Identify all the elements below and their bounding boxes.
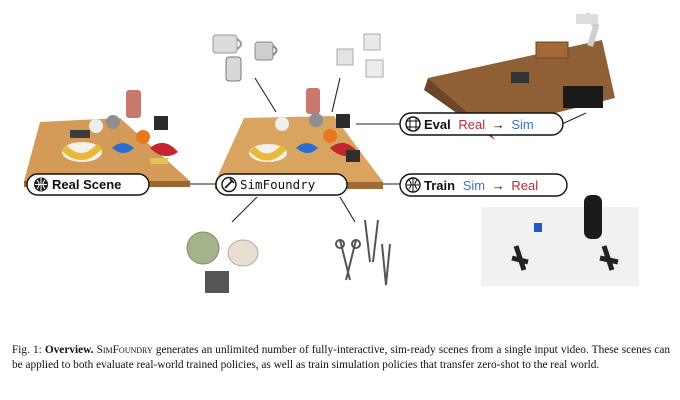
eval-pill: Eval Real → Sim [399, 112, 564, 136]
cube-thumbnails [336, 33, 384, 78]
simfoundry-table [215, 88, 383, 189]
real-scene-table [24, 90, 190, 187]
train-pill: Train Sim → Real [399, 173, 568, 197]
svg-text:Train Sim →: Train Sim → Real [424, 178, 538, 193]
hammer-icon [221, 176, 237, 193]
caption-text: generates an unlimited number of fully-i… [12, 344, 670, 371]
eval-from: Real [458, 117, 485, 132]
real-scene-pill: Real Scene [26, 173, 150, 196]
eval-arrow: → [492, 117, 505, 132]
caption-name: SimFoundry [96, 344, 153, 356]
simfoundry-label: SimFoundry [240, 177, 316, 192]
real-scene-label: Real Scene [52, 177, 121, 192]
svg-text:Eval Real →: Eval Real → Sim [424, 117, 534, 132]
train-from: Sim [463, 178, 485, 193]
grid-globe-icon [405, 116, 421, 132]
train-arrow: → [492, 178, 505, 193]
eval-to: Sim [511, 117, 533, 132]
train-word: Train [424, 178, 455, 193]
plate-thumbnails [186, 231, 259, 293]
eval-word: Eval [424, 117, 451, 132]
globe-icon-train [405, 177, 421, 193]
overview-figure: Real Scene SimFoundry Eval Real → Sim Tr… [24, 12, 639, 293]
simfoundry-pill: SimFoundry [215, 173, 348, 196]
caption-title: Overview. [44, 344, 94, 356]
tool-thumbnails [335, 219, 391, 286]
mug-thumbnails [212, 34, 278, 82]
caption-fig-label: Fig. 1: [12, 344, 42, 356]
globe-icon [34, 177, 48, 192]
train-sim-photo [481, 195, 639, 286]
figure-caption: Fig. 1: Overview. SimFoundry generates a… [12, 343, 670, 373]
train-to: Real [511, 178, 538, 193]
